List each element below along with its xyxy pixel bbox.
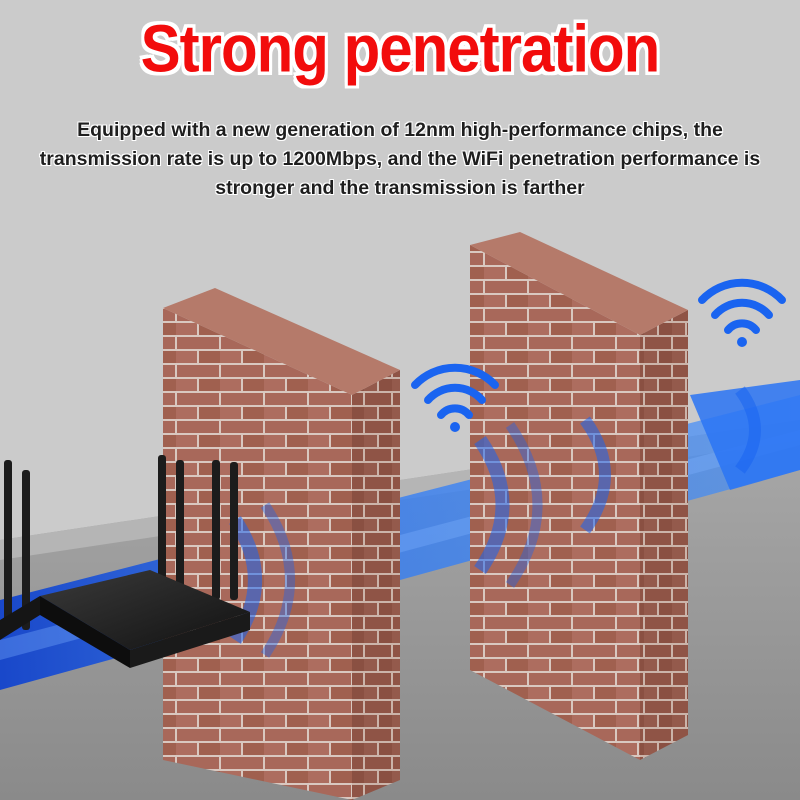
- wifi-icon: [698, 278, 786, 347]
- penetration-waves: [229, 386, 761, 658]
- wifi-icon: [411, 363, 499, 432]
- brick-wall-right: [470, 232, 688, 760]
- headline: Strong penetration: [140, 10, 661, 87]
- signal-beam-arrowhead: [690, 380, 800, 490]
- router-image: [0, 455, 250, 668]
- description-text: Equipped with a new generation of 12nm h…: [39, 119, 761, 199]
